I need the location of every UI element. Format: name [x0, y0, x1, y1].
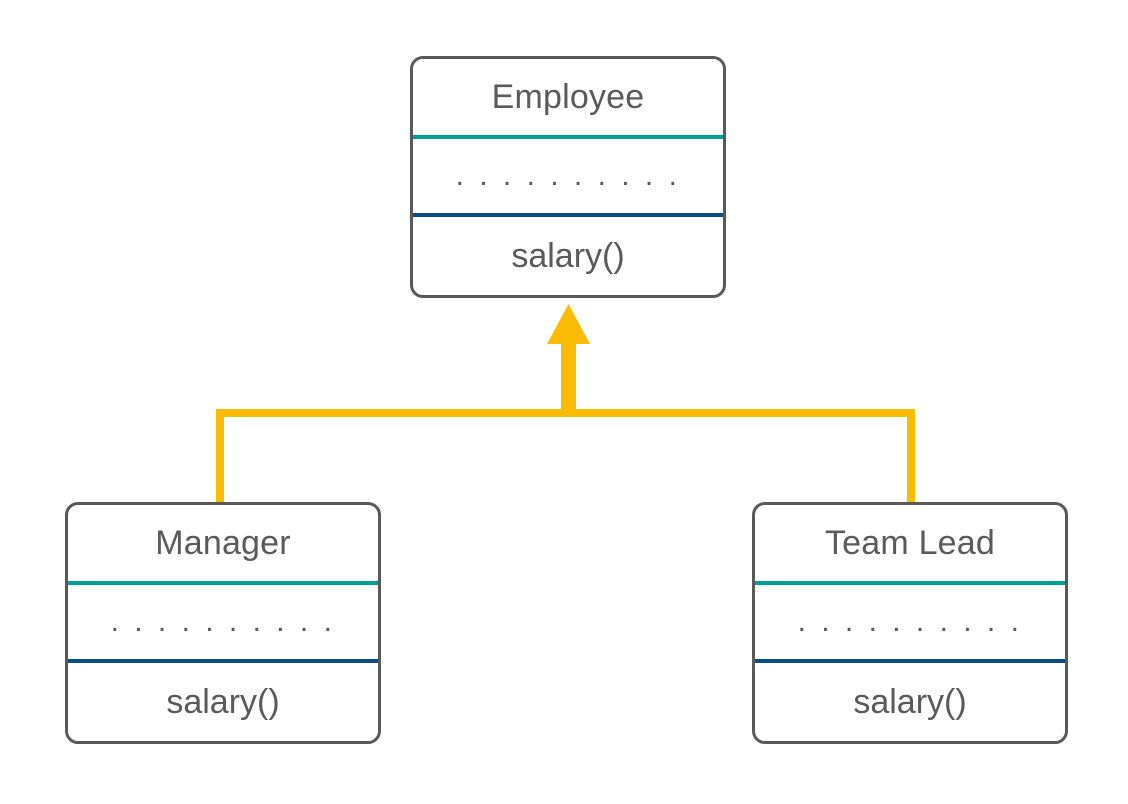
method-divider-team-lead [755, 659, 1065, 663]
inheritance-arrowhead [547, 304, 590, 344]
class-attributes-team-lead: . . . . . . . . . . [797, 605, 1023, 638]
attribute-divider-employee [413, 135, 723, 139]
class-box-manager[interactable]: Manager . . . . . . . . . . salary() [65, 502, 381, 744]
attribute-divider-team-lead [755, 581, 1065, 585]
connector-stem-vertical [561, 340, 576, 414]
attribute-divider-manager [68, 581, 378, 585]
class-box-employee[interactable]: Employee . . . . . . . . . . salary() [410, 56, 726, 298]
class-name-team-lead: Team Lead [824, 524, 996, 562]
class-methods-employee: salary() [511, 237, 625, 275]
method-divider-employee [413, 213, 723, 217]
method-divider-manager [68, 659, 378, 663]
class-attributes-manager: . . . . . . . . . . [110, 605, 336, 638]
class-attributes-employee: . . . . . . . . . . [455, 159, 681, 192]
class-name-employee: Employee [491, 78, 645, 116]
class-name-manager: Manager [155, 524, 291, 562]
connector-riser-manager [216, 409, 224, 505]
class-methods-team-lead: salary() [853, 683, 967, 721]
connector-horizontal-bar [216, 409, 915, 417]
class-box-team-lead[interactable]: Team Lead . . . . . . . . . . salary() [752, 502, 1068, 744]
class-methods-manager: salary() [166, 683, 280, 721]
connector-riser-teamlead [907, 409, 915, 505]
